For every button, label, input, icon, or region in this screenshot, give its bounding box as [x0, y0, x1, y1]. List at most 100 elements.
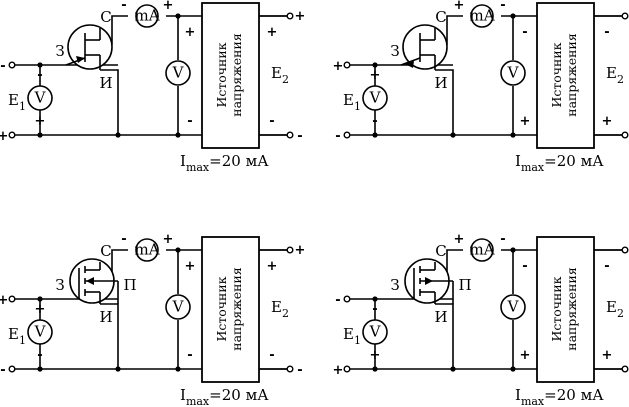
gate-arrow-icon [76, 56, 85, 63]
e1-label-sub: 1 [354, 100, 361, 113]
voltage-source-box [201, 2, 260, 149]
pin-gate-label: З [390, 276, 399, 294]
junction-dot [175, 13, 181, 19]
imax-value: =20 мА [544, 152, 604, 170]
box-bottom-sign: - [269, 114, 274, 129]
voltmeter-e1-circle [27, 85, 53, 111]
junction-dot [37, 366, 43, 372]
imax-value: =20 мА [209, 152, 269, 170]
pin-gate-label: З [55, 276, 64, 294]
e2-label-main: E [606, 64, 617, 82]
e1-label: E1 [8, 325, 26, 347]
voltmeter-e2-circle [165, 294, 191, 320]
box-top-sign: - [604, 259, 609, 274]
imax-value: =20 мА [544, 386, 604, 404]
junction-dot [175, 247, 181, 253]
imax-prefix: I [180, 386, 186, 404]
v1-top-sign: + [35, 302, 46, 317]
e1-label-main: E [343, 325, 354, 343]
e2-label: E2 [606, 298, 624, 320]
e2-label-sub: 2 [282, 73, 289, 86]
imax-label: Imax=20 мА [515, 386, 604, 407]
junction-dot [115, 132, 121, 138]
voltmeter-e1-circle [362, 85, 388, 111]
terminal [286, 131, 294, 139]
pin-drain-label: С [435, 8, 446, 26]
voltmeter-e2-circle [500, 294, 526, 320]
junction-dot [115, 366, 121, 372]
box-top-sign: + [267, 259, 278, 274]
junction-dot [510, 13, 516, 19]
e1-label-sub: 1 [19, 334, 26, 347]
box-top-sign: - [604, 25, 609, 40]
imax-label: Imax=20 мА [180, 386, 269, 407]
voltmeter-e2-label: V [507, 298, 520, 316]
left-top-sign: - [335, 293, 340, 308]
pin-source-label: И [434, 74, 447, 92]
v1-top-sign: + [370, 68, 381, 83]
voltage-source-box [201, 236, 260, 383]
junction-dot [175, 132, 181, 138]
v1-top-sign: - [372, 302, 377, 317]
pin-substrate-label: П [123, 276, 136, 294]
left-top-sign: + [0, 293, 8, 308]
e2-label-main: E [271, 64, 282, 82]
terminal [343, 131, 351, 139]
e1-label-main: E [8, 91, 19, 109]
substrate-arrow-icon [86, 277, 94, 285]
v2-top-sign: - [522, 25, 527, 40]
terminal [8, 295, 16, 303]
pin-source-label: И [99, 308, 112, 326]
v1-bottom-sign: - [37, 348, 42, 363]
out-top-sign: + [295, 9, 306, 24]
imax-sub: max [186, 395, 210, 407]
voltmeter-e2-circle [500, 60, 526, 86]
transistor-jfet-p [400, 24, 448, 70]
junction-dot [37, 296, 43, 302]
imax-sub: max [186, 161, 210, 174]
junction-dot [450, 366, 456, 372]
pin-source-label: И [434, 308, 447, 326]
terminal [343, 295, 351, 303]
terminal [621, 246, 629, 254]
milliammeter-circle [470, 4, 494, 28]
pin-gate-label: З [55, 42, 64, 60]
terminal [8, 61, 16, 69]
e2-label-sub: 2 [617, 73, 624, 86]
circuit-2: ЗСИVmAVИсточникнапряжения+--++-+--+-+E1E… [333, 0, 629, 174]
terminal [621, 12, 629, 20]
imax-label: Imax=20 мА [180, 152, 269, 174]
v2-top-sign: + [185, 25, 196, 40]
terminal [343, 61, 351, 69]
voltmeter-e1-label: V [34, 323, 47, 341]
voltmeter-e2-label: V [507, 64, 520, 82]
box-label-line2: напряжения [229, 267, 244, 351]
ma-left-sign: - [121, 232, 126, 247]
milliammeter-label: mA [469, 7, 494, 25]
voltage-source-box [536, 2, 595, 149]
imax-prefix: I [515, 152, 521, 170]
box-label-line1: Источник [214, 276, 229, 341]
transistor-jfet-n [65, 24, 113, 70]
junction-dot [175, 366, 181, 372]
ma-left-sign: + [454, 232, 465, 247]
e1-label: E1 [8, 91, 26, 113]
e1-label-main: E [8, 325, 19, 343]
junction-dot [510, 132, 516, 138]
voltmeter-e2-label: V [172, 64, 185, 82]
left-bottom-sign: - [335, 129, 340, 144]
box-label-line1: Источник [549, 42, 564, 107]
v1-top-sign: - [37, 68, 42, 83]
substrate-arrow-icon [425, 277, 433, 285]
imax-value: =20 мА [209, 386, 269, 404]
ma-right-sign: + [163, 232, 174, 247]
out-bottom-sign: - [297, 129, 302, 144]
box-top-sign: + [267, 25, 278, 40]
v2-top-sign: - [522, 259, 527, 274]
voltmeter-e2-label: V [172, 298, 185, 316]
box-label-line1: Источник [549, 276, 564, 341]
box-label-line2: напряжения [229, 33, 244, 117]
e1-label: E1 [343, 91, 361, 113]
left-top-sign: + [333, 59, 344, 74]
e2-label-main: E [271, 298, 282, 316]
